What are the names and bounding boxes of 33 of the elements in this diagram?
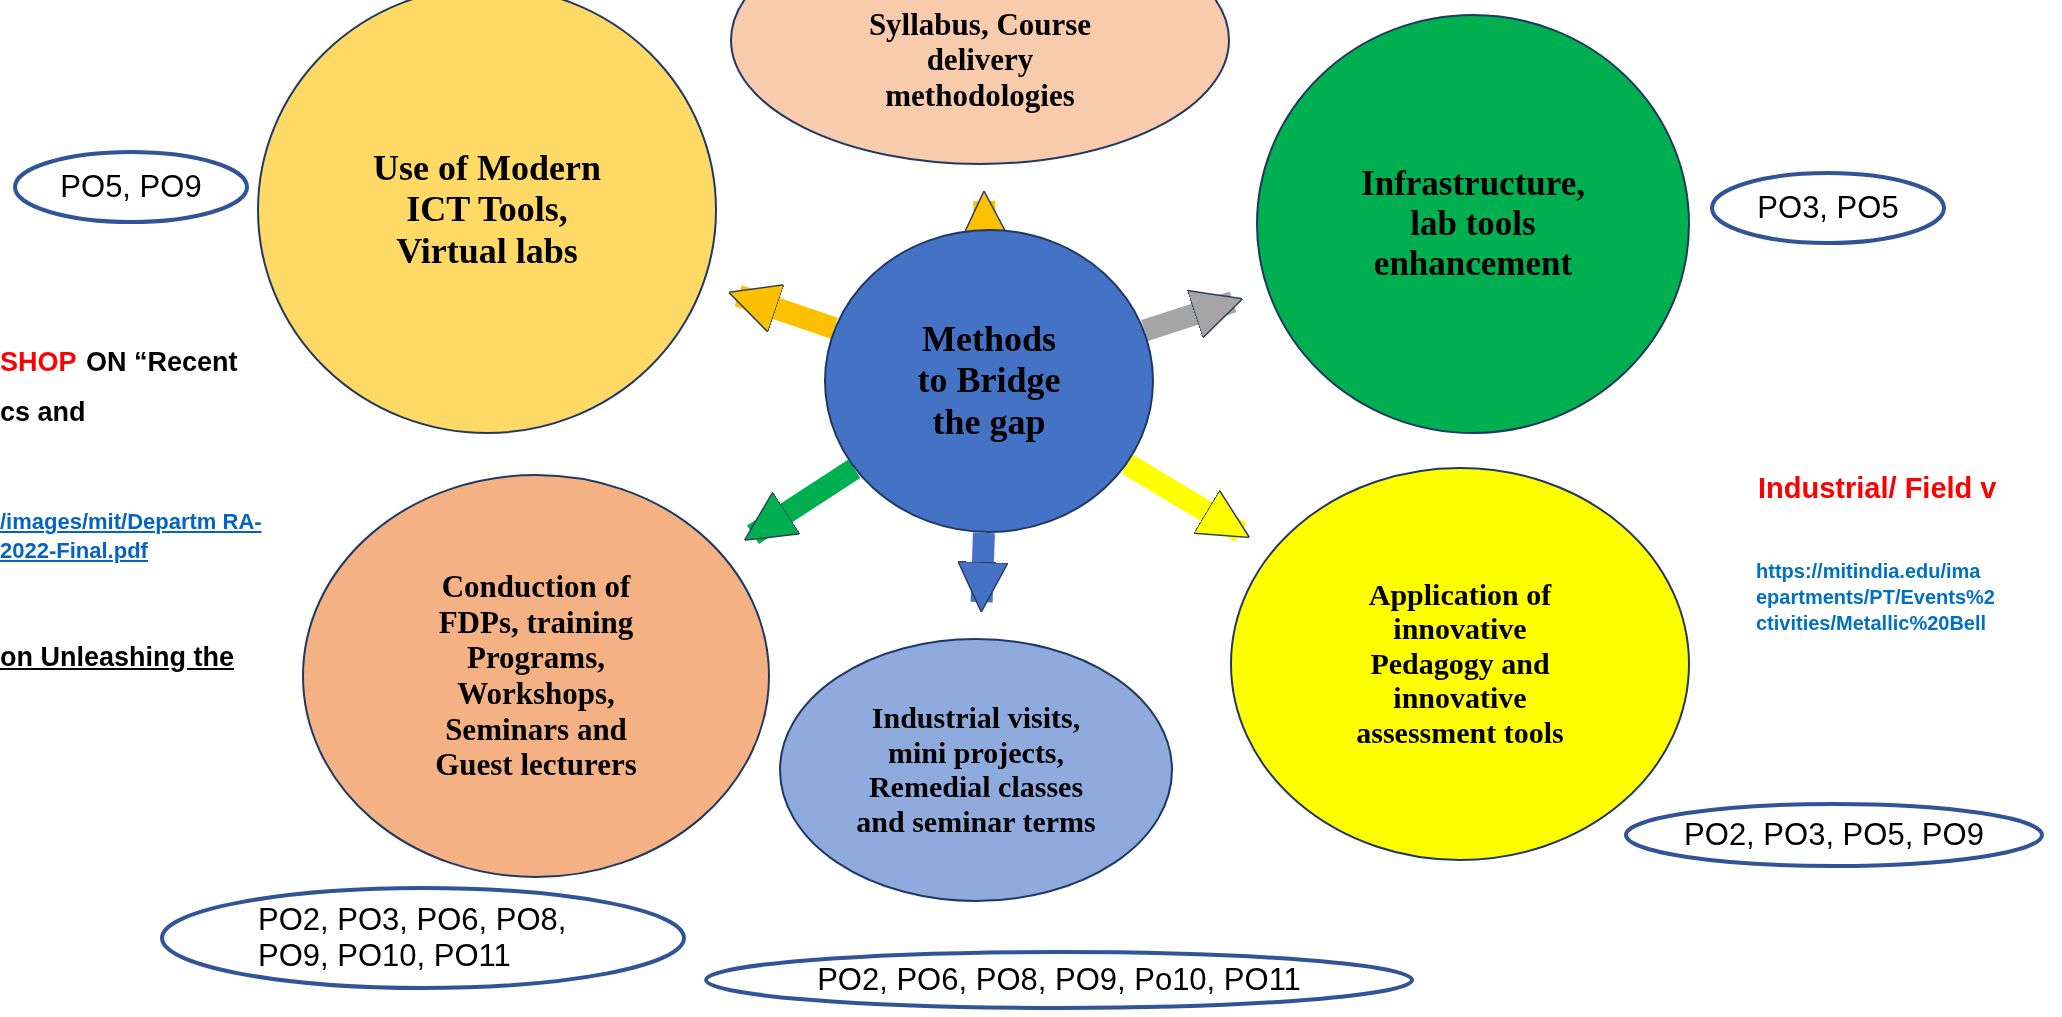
link-text: /images/mit/Departm RA-2022-Final.pdf: [0, 508, 263, 565]
ellipse-node: [779, 638, 1173, 902]
link-text: https://mitindia.edu/ima epartments/PT/Events%2 ctivities/Metallic%20Bell: [1756, 559, 1996, 636]
ellipse-node: [13, 150, 249, 224]
node-text: Industrial visits, mini projects, Remedial classes and seminar terms: [855, 701, 1097, 839]
node-text: PO3, PO5: [1756, 190, 1900, 226]
node-text: Application of innovative Pedagogy and innovative assessment tools: [1355, 577, 1565, 751]
node-text: PO2, PO3, PO5, PO9: [1683, 817, 1985, 853]
node-text: PO2, PO3, PO6, PO8, PO9, PO10, PO11: [258, 902, 568, 974]
ellipse-node: [1624, 802, 2044, 868]
node-text: Use of Modern ICT Tools, Virtual labs: [372, 147, 602, 273]
block-arrow: [1141, 289, 1244, 341]
block-arrow: [1121, 454, 1251, 542]
ellipse-node: [1256, 14, 1690, 434]
heading-text: ON “Recent: [86, 346, 238, 379]
heading-text: Industrial/ Field v: [1758, 471, 1997, 506]
ellipse-node: [160, 886, 686, 990]
node-text: PO2, PO6, PO8, PO9, Po10, PO11: [816, 962, 1302, 998]
heading-text: cs and: [0, 396, 86, 429]
node-text: Syllabus, Course delivery methodologies: [867, 6, 1093, 114]
heading-text: SHOP: [0, 346, 77, 379]
ellipse-node: [824, 229, 1154, 533]
ellipse-node: [302, 474, 770, 878]
node-text: Conduction of FDPs, training Programs, Workshops, Seminars and Guest lecturers: [434, 569, 638, 783]
ellipse-node: [1710, 171, 1946, 245]
heading-text: on Unleashing the: [0, 641, 234, 674]
ellipse-node: [704, 950, 1414, 1010]
node-text: Methods to Bridge the gap: [916, 318, 1062, 444]
node-text: PO5, PO9: [59, 169, 203, 205]
node-text: Infrastructure, lab tools enhancement: [1360, 163, 1586, 285]
block-arrow: [957, 532, 1009, 613]
block-arrow: [743, 459, 861, 544]
block-arrow: [727, 284, 838, 339]
